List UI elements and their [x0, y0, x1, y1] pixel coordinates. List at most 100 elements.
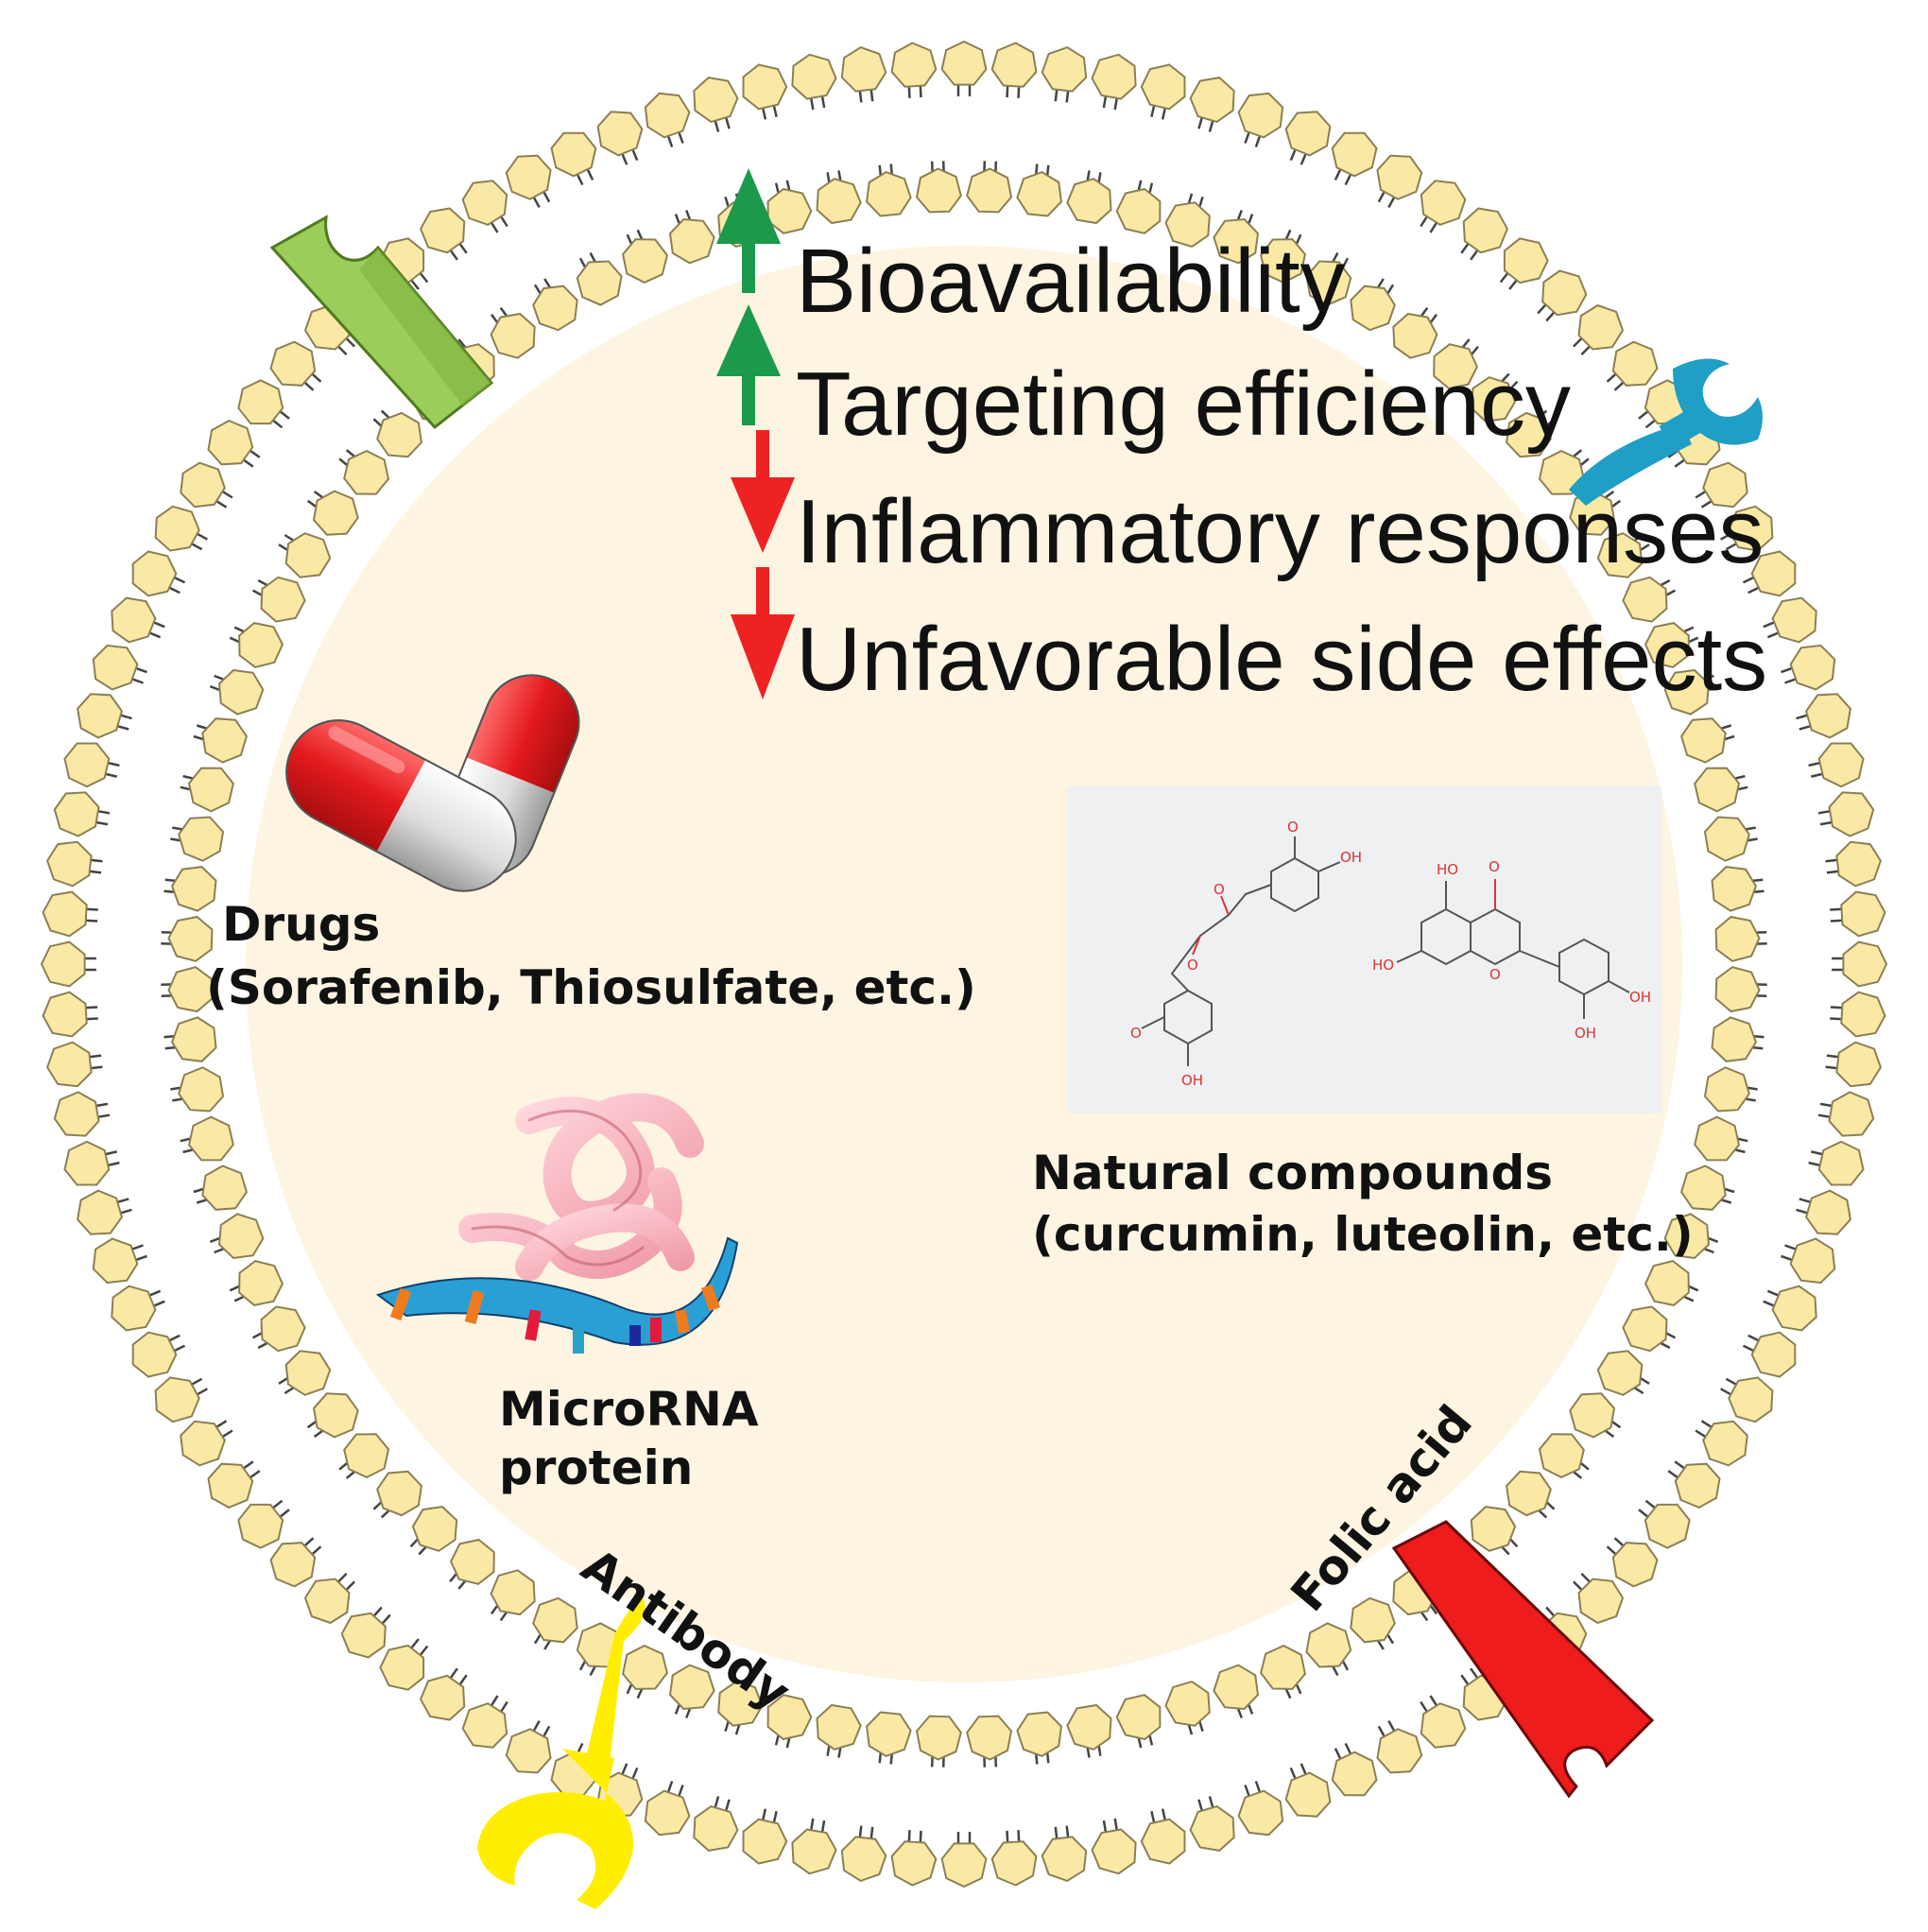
lipid-head — [1728, 505, 1774, 552]
curcumin-methoxy-o: O — [1287, 819, 1299, 836]
lipid-head — [693, 77, 739, 123]
lipid-head — [1350, 285, 1396, 332]
lipid-head — [1284, 111, 1332, 157]
lipid-head — [532, 1596, 578, 1644]
lipid-head — [1331, 1751, 1378, 1797]
lipid-head — [890, 1840, 938, 1887]
lipid-head — [644, 92, 691, 139]
lipid-head — [1213, 1664, 1260, 1711]
lipid-head — [201, 1164, 248, 1211]
lipid-head — [187, 1115, 234, 1162]
lipid-head — [1622, 1305, 1668, 1353]
lipid-head — [596, 111, 644, 157]
lipid-head — [77, 693, 123, 739]
lipid-head — [1189, 77, 1235, 123]
lipid-head — [1703, 1066, 1750, 1113]
lipid-head — [966, 167, 1013, 214]
lipid-head — [303, 1578, 351, 1625]
lipid-head — [915, 167, 962, 214]
lipid-head — [791, 53, 837, 100]
lipid-head — [866, 170, 912, 217]
bioavailability-arrow — [716, 168, 781, 293]
lipid-head — [77, 1189, 123, 1235]
lipid-head — [1237, 92, 1284, 139]
lipid-head — [1115, 187, 1162, 234]
lipid-head — [343, 1433, 390, 1479]
lipid-head — [340, 1612, 387, 1659]
lipid-head — [693, 1805, 739, 1852]
lipid-head — [1066, 1703, 1112, 1751]
lipid-head — [131, 550, 178, 597]
lipid-head — [1840, 890, 1886, 938]
curcumin-structure — [1141, 837, 1341, 1066]
lipid-head — [1305, 1622, 1352, 1668]
lipid-head — [1376, 154, 1423, 200]
lipid-head — [1503, 237, 1549, 285]
lipid-head — [1835, 1041, 1883, 1088]
lipid-head — [1711, 1016, 1758, 1062]
lipid-head — [1237, 1789, 1284, 1837]
luteolin-structure — [1396, 879, 1630, 1019]
lipid-head — [1702, 461, 1748, 509]
lipid-head — [1644, 1503, 1691, 1549]
lipid-head — [1140, 1818, 1186, 1865]
lipid-head — [207, 419, 254, 466]
lipid-head — [1750, 1331, 1797, 1378]
lipid-head — [154, 505, 200, 552]
lipid-head — [1622, 576, 1668, 623]
lipid-head — [312, 1392, 359, 1439]
lipid-head — [260, 576, 306, 623]
lipid-head — [1828, 791, 1875, 837]
lipid-head — [1728, 1376, 1774, 1423]
lipid-head — [1506, 1470, 1552, 1517]
lipid-head — [312, 490, 359, 536]
effect-targeting-efficiency: Targeting efficiency — [796, 354, 1571, 455]
lipid-head — [1771, 1285, 1817, 1332]
lipid-head — [622, 1644, 668, 1690]
lipid-head — [178, 816, 225, 862]
lipid-head — [622, 238, 668, 285]
inflammatory-arrow — [731, 430, 795, 553]
lipid-head — [45, 1041, 93, 1088]
natural-compounds-title: Natural compounds — [1032, 1146, 1553, 1200]
lipid-head — [1305, 260, 1352, 306]
lipid-head — [1596, 1350, 1644, 1396]
lipid-head — [990, 1840, 1038, 1887]
lipid-head — [269, 1542, 317, 1588]
lipid-head — [490, 312, 536, 359]
lipid-head — [1470, 1506, 1517, 1552]
lipid-head — [550, 131, 597, 178]
lipid-head — [1674, 1462, 1721, 1509]
lipid-head — [866, 1711, 912, 1758]
lipid-head — [238, 622, 284, 668]
lipid-head — [644, 1789, 691, 1837]
lipid-head — [1213, 217, 1260, 265]
effect-inflammatory-responses: Inflammatory responses — [796, 481, 1764, 582]
lipid-head — [840, 1836, 887, 1883]
lipid-head — [1577, 1578, 1625, 1625]
lipid-head — [1420, 180, 1467, 226]
lipid-head — [170, 866, 217, 912]
lipid-head — [53, 1091, 100, 1137]
lipid-head — [449, 1538, 495, 1585]
lipid-head — [816, 1703, 862, 1751]
lipid-head — [411, 1506, 458, 1552]
lipid-head — [1703, 816, 1750, 862]
lipid-head — [1680, 1164, 1727, 1211]
lipid-head — [379, 1644, 425, 1691]
lipid-head — [1433, 343, 1479, 390]
lipid-head — [990, 42, 1038, 88]
lipid-head — [1470, 376, 1517, 423]
lipid-head — [1817, 742, 1865, 788]
lipid-head — [1694, 1115, 1741, 1162]
lipid-head — [1140, 63, 1186, 111]
lipid-head — [1331, 131, 1378, 178]
lipid-head — [53, 791, 100, 837]
lipid-head — [915, 1715, 962, 1761]
curcumin-ketone-o1: O — [1214, 881, 1225, 898]
luteolin-ring-o: O — [1489, 966, 1501, 983]
lipid-head — [532, 285, 578, 332]
lipid-head — [131, 1331, 178, 1378]
lipid-head — [1789, 1237, 1836, 1285]
curcumin-hydroxyl-bottom: OH — [1181, 1072, 1203, 1089]
